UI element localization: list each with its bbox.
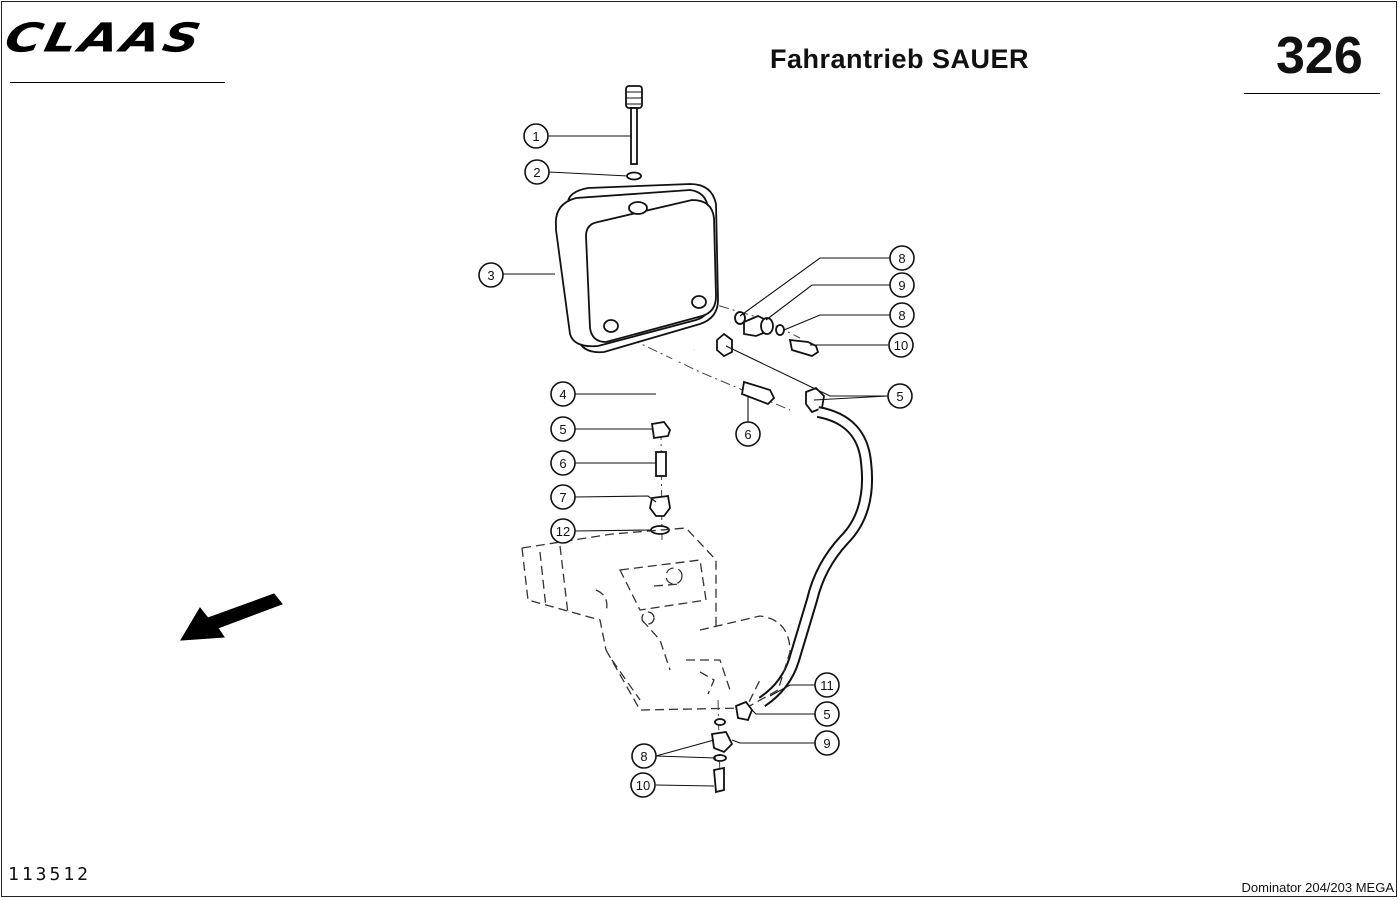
svg-text:8: 8 (898, 251, 905, 266)
seal-ring-part (626, 171, 642, 181)
page-title: Fahrantrieb SAUER (770, 44, 1030, 74)
callout-8-middle: 8 (889, 302, 915, 328)
svg-text:11: 11 (820, 678, 834, 693)
svg-text:8: 8 (640, 749, 647, 764)
svg-text:12: 12 (556, 524, 570, 539)
lower-fitting-set (710, 700, 754, 794)
leader-lines (503, 135, 890, 787)
svg-text:1: 1 (532, 129, 539, 144)
svg-text:3: 3 (487, 268, 494, 283)
svg-text:5: 5 (559, 422, 566, 437)
drawing-number: 113512 (8, 864, 92, 885)
hydrostatic-pump-dashed-outline (521, 527, 791, 711)
callout-8-upper: 8 (889, 245, 915, 271)
callout-9-lower: 9 (814, 730, 840, 756)
direction-arrow (180, 593, 283, 641)
callout-1: 1 (523, 123, 549, 149)
svg-text:2: 2 (533, 165, 540, 180)
callout-10-lower: 10 (630, 772, 656, 798)
vertical-fitting-stack (649, 421, 672, 535)
claas-logo: CLAAS (1, 15, 235, 88)
oil-reservoir-tank-part (554, 183, 719, 354)
logo-underline (10, 82, 225, 83)
svg-text:6: 6 (559, 456, 566, 471)
svg-text:6: 6 (744, 427, 751, 442)
page-number-underline (1244, 93, 1380, 94)
callout-6-right: 6 (735, 421, 761, 447)
machine-model: Dominator 204/203 MEGA (1241, 880, 1394, 895)
upper-fitting-set (716, 311, 820, 358)
breather-filler-cap-part (625, 85, 643, 165)
callout-12: 12 (550, 518, 576, 544)
callout-3: 3 (478, 262, 504, 288)
hydraulic-hose-part (758, 406, 874, 707)
callout-8-lower: 8 (631, 743, 657, 769)
callout-2: 2 (524, 159, 550, 185)
callout-5-right: 5 (887, 383, 913, 409)
callout-4: 4 (550, 381, 576, 407)
svg-text:9: 9 (823, 736, 830, 751)
svg-text:5: 5 (823, 707, 830, 722)
callout-5-left: 5 (550, 416, 576, 442)
callout-9-upper: 9 (889, 272, 915, 298)
callout-10-upper: 10 (888, 332, 914, 358)
svg-text:10: 10 (636, 778, 650, 793)
svg-text:8: 8 (898, 308, 905, 323)
svg-text:9: 9 (898, 278, 905, 293)
callout-5-lower: 5 (814, 701, 840, 727)
page-number: 326 (1276, 27, 1363, 85)
svg-text:7: 7 (559, 490, 566, 505)
svg-text:10: 10 (894, 338, 908, 353)
callout-7: 7 (550, 484, 576, 510)
callout-6-left: 6 (550, 450, 576, 476)
svg-text:5: 5 (896, 389, 903, 404)
svg-text:4: 4 (559, 387, 566, 402)
callout-11: 11 (814, 672, 840, 698)
